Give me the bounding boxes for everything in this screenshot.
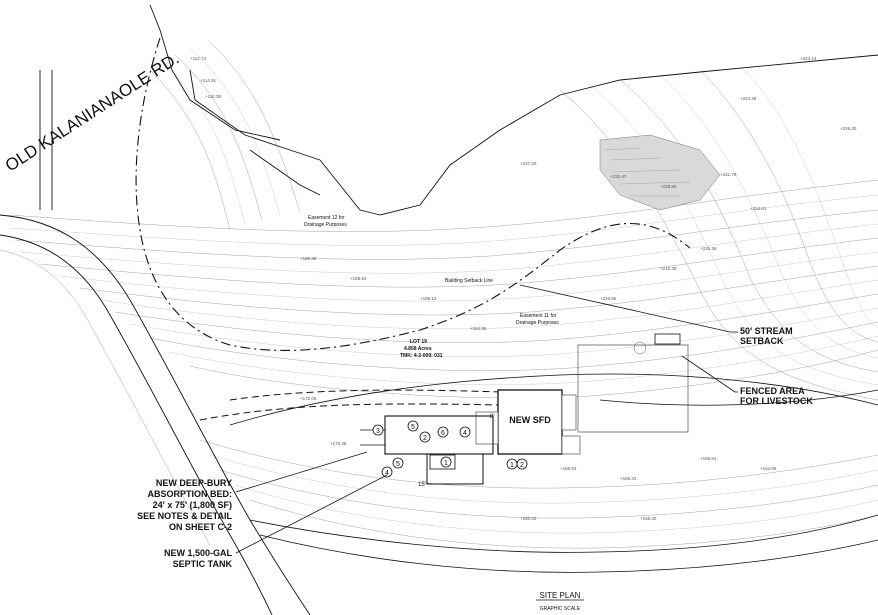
easement-upper-line: Easement 12 for (308, 215, 345, 221)
easement-lower-line: Drainage Purposes (516, 320, 559, 326)
callout-line: FOR LIVESTOCK (740, 396, 813, 406)
contour-lines (9, 41, 878, 549)
marker-label: 1 (444, 460, 448, 467)
road-label: OLD KALANIANAOLE RD. (2, 49, 183, 176)
callout-septic-tank: NEW 1,500-GAL SEPTIC TANK (164, 548, 233, 569)
callout-line: SETBACK (740, 336, 784, 346)
svg-text:+228.80: +228.80 (660, 184, 677, 189)
fenced-area (577, 333, 689, 433)
callout-leaders (235, 284, 738, 554)
setback-lines (135, 37, 878, 573)
drainage-hatch (599, 134, 721, 211)
svg-text:+188.93: +188.93 (350, 276, 367, 281)
building-setback-label: Building Setback Line (445, 278, 493, 284)
building-label: NEW SFD (509, 415, 551, 425)
svg-text:+224.01: +224.01 (750, 206, 767, 211)
dimension-small: 8' (490, 414, 494, 420)
marker-circle (392, 457, 404, 469)
marker-circle (437, 426, 449, 438)
svg-text:+110.38: +110.38 (205, 94, 222, 99)
callout-line: SEE NOTES & DETAIL (137, 511, 232, 521)
svg-text:+160.20: +160.20 (520, 516, 537, 521)
svg-text:+172.06: +172.06 (300, 396, 317, 401)
callout-line: 50' STREAM (740, 326, 793, 336)
marker-label: 5 (411, 424, 415, 431)
svg-text:+227.20: +227.20 (520, 161, 537, 166)
svg-text:+226.30: +226.30 (840, 126, 857, 131)
marker-label: 3 (376, 428, 380, 435)
callout-line: ON SHEET C-2 (169, 522, 232, 532)
svg-text:+165.81: +165.81 (700, 456, 717, 461)
svg-text:+223.14: +223.14 (800, 56, 817, 61)
marker-circle (440, 456, 452, 468)
svg-text:+231.79: +231.79 (720, 172, 737, 177)
marker-circle (381, 466, 393, 478)
marker-group: 3 5 2 6 4 5 4 1 1 2 (372, 420, 528, 478)
svg-text:+210.66: +210.66 (600, 296, 617, 301)
spot-elevations: +112.74 +114.91 +110.38 +227.20 +232.47 … (190, 56, 857, 521)
lot-line: LOT 19 (410, 339, 427, 345)
svg-text:+186.13: +186.13 (420, 296, 437, 301)
svg-text:+158.40: +158.40 (640, 516, 657, 521)
lot-label: LOT 19 4.858 Acres TMK: 4-2-009: 031 (400, 339, 443, 359)
marker-circle (407, 420, 419, 432)
marker-label: 4 (463, 430, 467, 437)
svg-text:+184.55: +184.55 (470, 326, 487, 331)
svg-text:+164.06: +164.06 (760, 466, 777, 471)
marker-circle (459, 426, 471, 438)
marker-label: 5 (396, 461, 400, 468)
callout-stream-setback: 50' STREAM SETBACK (740, 326, 793, 346)
marker-label: 1 (510, 462, 514, 469)
lot-line: TMK: 4-2-009: 031 (400, 353, 443, 359)
svg-text:+225.26: +225.26 (700, 246, 717, 251)
site-plan-title: SITE PLAN (540, 591, 581, 600)
new-sfd-building: NEW SFD 8' (475, 389, 581, 455)
marker-circle (516, 458, 528, 470)
marker-label: 4 (385, 470, 389, 477)
drawing-title: SITE PLAN GRAPHIC SCALE (536, 591, 584, 612)
marker-label: 6 (441, 430, 445, 437)
marker-label: 2 (423, 435, 427, 442)
svg-text:+114.91: +114.91 (200, 78, 217, 83)
marker-label: 2 (520, 462, 524, 469)
dimension-15: 15' (418, 482, 426, 488)
callout-line: SEPTIC TANK (173, 559, 233, 569)
callout-line: 24' x 75' (1,800 SF) (153, 500, 232, 510)
easement-upper-line: Drainage Purposes (304, 222, 347, 228)
easement-lower-line: Easement 11 for (520, 313, 557, 319)
road-edges (0, 70, 311, 615)
svg-text:+168.53: +168.53 (560, 466, 577, 471)
svg-text:+224.48: +224.48 (740, 96, 757, 101)
marker-circle (372, 424, 384, 436)
easement-lower: Easement 11 for Drainage Purposes (516, 313, 559, 326)
svg-text:+112.74: +112.74 (190, 56, 207, 61)
callout-line: FENCED AREA (740, 386, 805, 396)
svg-text:+215.38: +215.38 (660, 266, 677, 271)
svg-text:+170.35: +170.35 (330, 441, 347, 446)
callout-line: NEW 1,500-GAL (164, 548, 233, 558)
lot-line: 4.858 Acres (404, 346, 432, 352)
svg-text:+166.33: +166.33 (620, 476, 637, 481)
property-boundary (149, 4, 878, 216)
graphic-scale-label: GRAPHIC SCALE (540, 606, 581, 612)
marker-circle (419, 431, 431, 443)
easement-upper: Easement 12 for Drainage Purposes (304, 215, 347, 228)
callout-fenced-area: FENCED AREA FOR LIVESTOCK (740, 386, 813, 406)
callout-line: NEW DEEP-BURY (156, 478, 232, 488)
callout-line: ABSORPTION BED: (147, 489, 232, 499)
svg-text:+190.35: +190.35 (300, 256, 317, 261)
svg-text:+232.47: +232.47 (610, 174, 627, 179)
callout-absorption-bed: NEW DEEP-BURY ABSORPTION BED: 24' x 75' … (137, 478, 232, 532)
